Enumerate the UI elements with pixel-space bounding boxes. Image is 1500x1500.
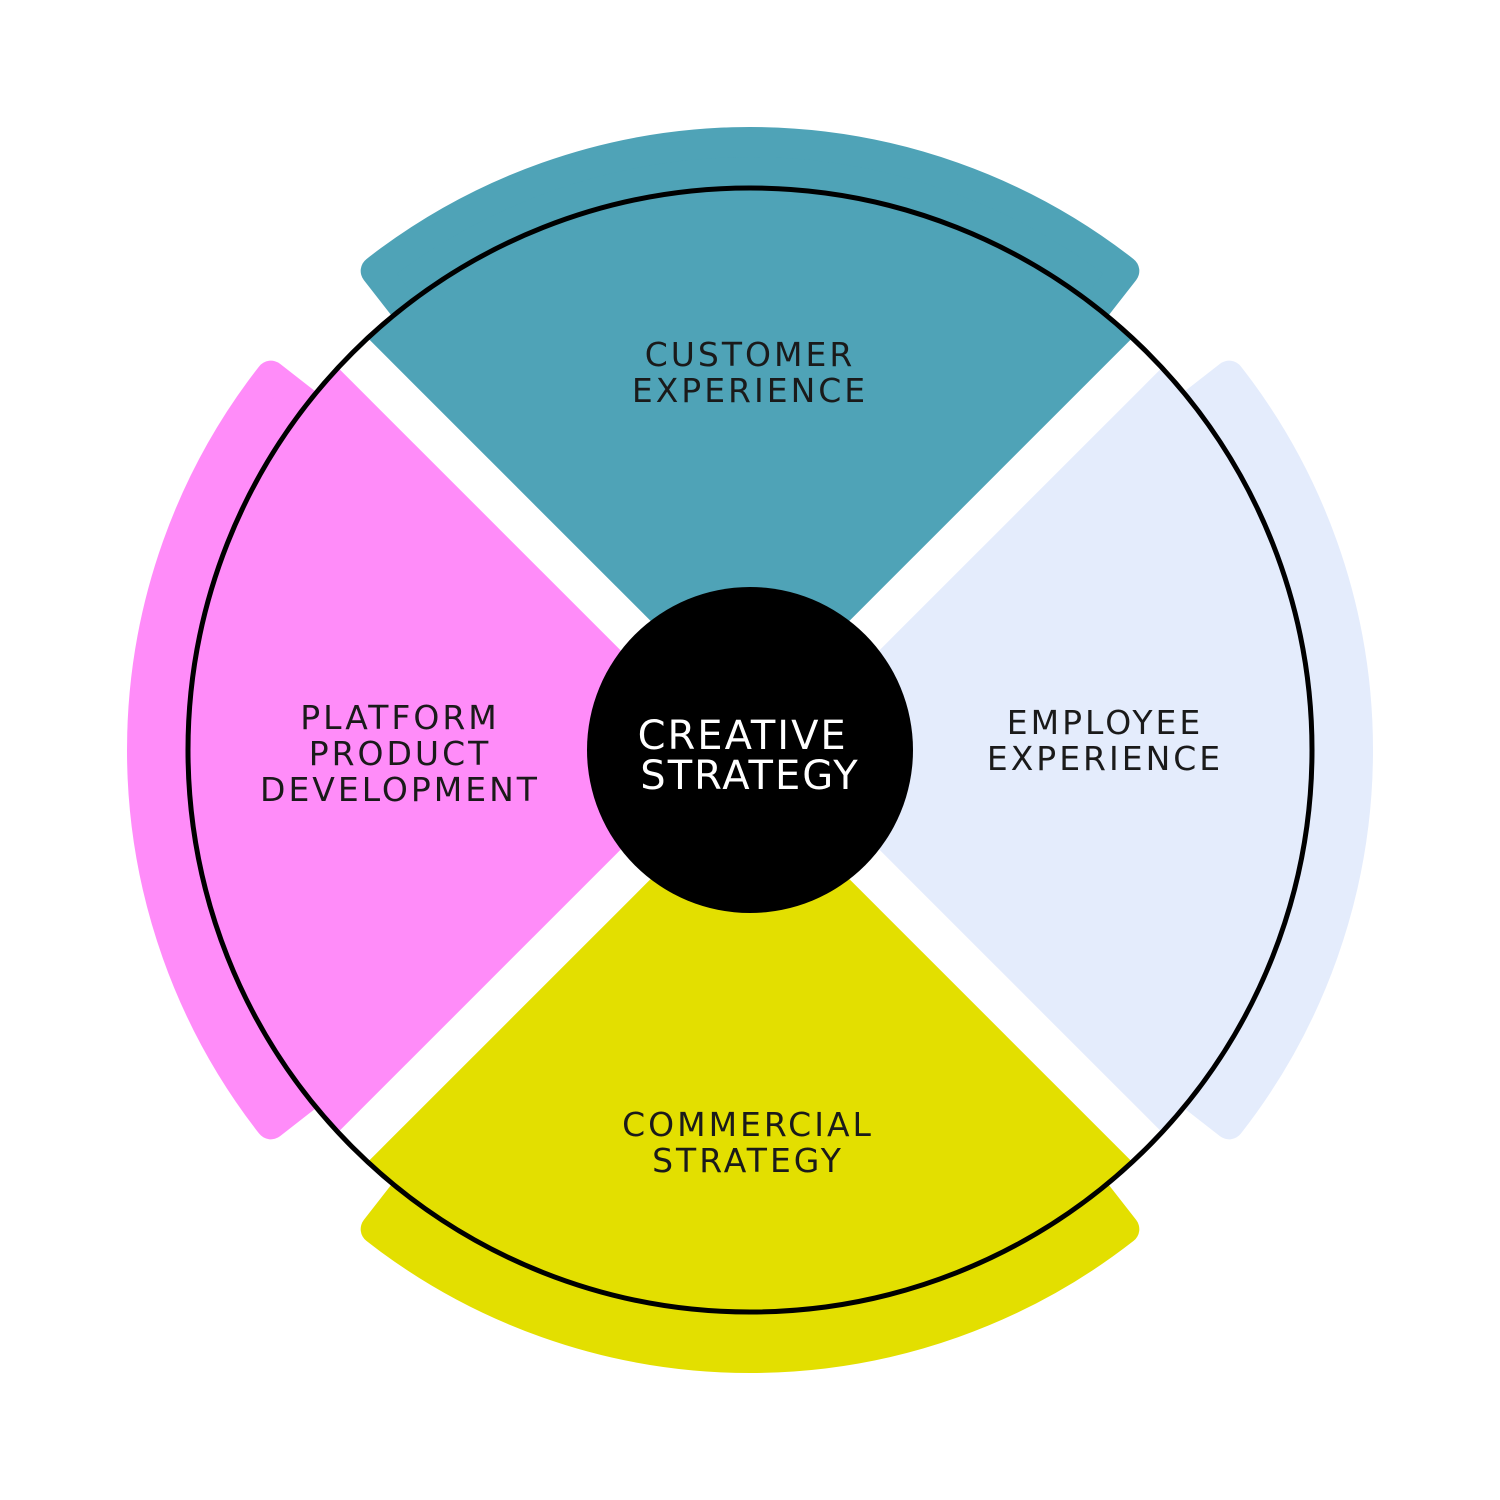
commercial-strategy-segment — [367, 779, 1133, 1313]
commercial-strategy-label-line-1: COMMERCIAL — [622, 1105, 874, 1144]
center-hub: CREATIVE STRATEGY — [587, 587, 913, 913]
center-circle — [587, 587, 913, 913]
platform-product-development-label-line-3: DEVELOPMENT — [260, 770, 540, 809]
center-label-line-1: CREATIVE — [638, 713, 848, 759]
customer-experience-segment — [367, 187, 1133, 721]
outer-tabs — [127, 127, 1373, 1373]
employee-experience-segment — [779, 367, 1313, 1133]
platform-product-development-label-line-1: PLATFORM — [300, 698, 500, 737]
customer-experience-label-line-1: CUSTOMER — [645, 335, 856, 374]
outer-ring — [185, 185, 1315, 1315]
customer-experience-label-line-2: EXPERIENCE — [632, 371, 868, 410]
employee-experience-label-line-1: EMPLOYEE — [1007, 703, 1203, 742]
center-label-line-2: STRATEGY — [640, 753, 859, 799]
commercial-strategy-label-line-2: STRATEGY — [652, 1141, 844, 1180]
platform-product-development-segment — [188, 367, 721, 1133]
segments — [188, 187, 1313, 1313]
platform-product-development-label-line-2: PRODUCT — [309, 734, 492, 773]
employee-experience-label-line-2: EXPERIENCE — [987, 739, 1223, 778]
center-label: CREATIVE STRATEGY — [638, 713, 863, 799]
